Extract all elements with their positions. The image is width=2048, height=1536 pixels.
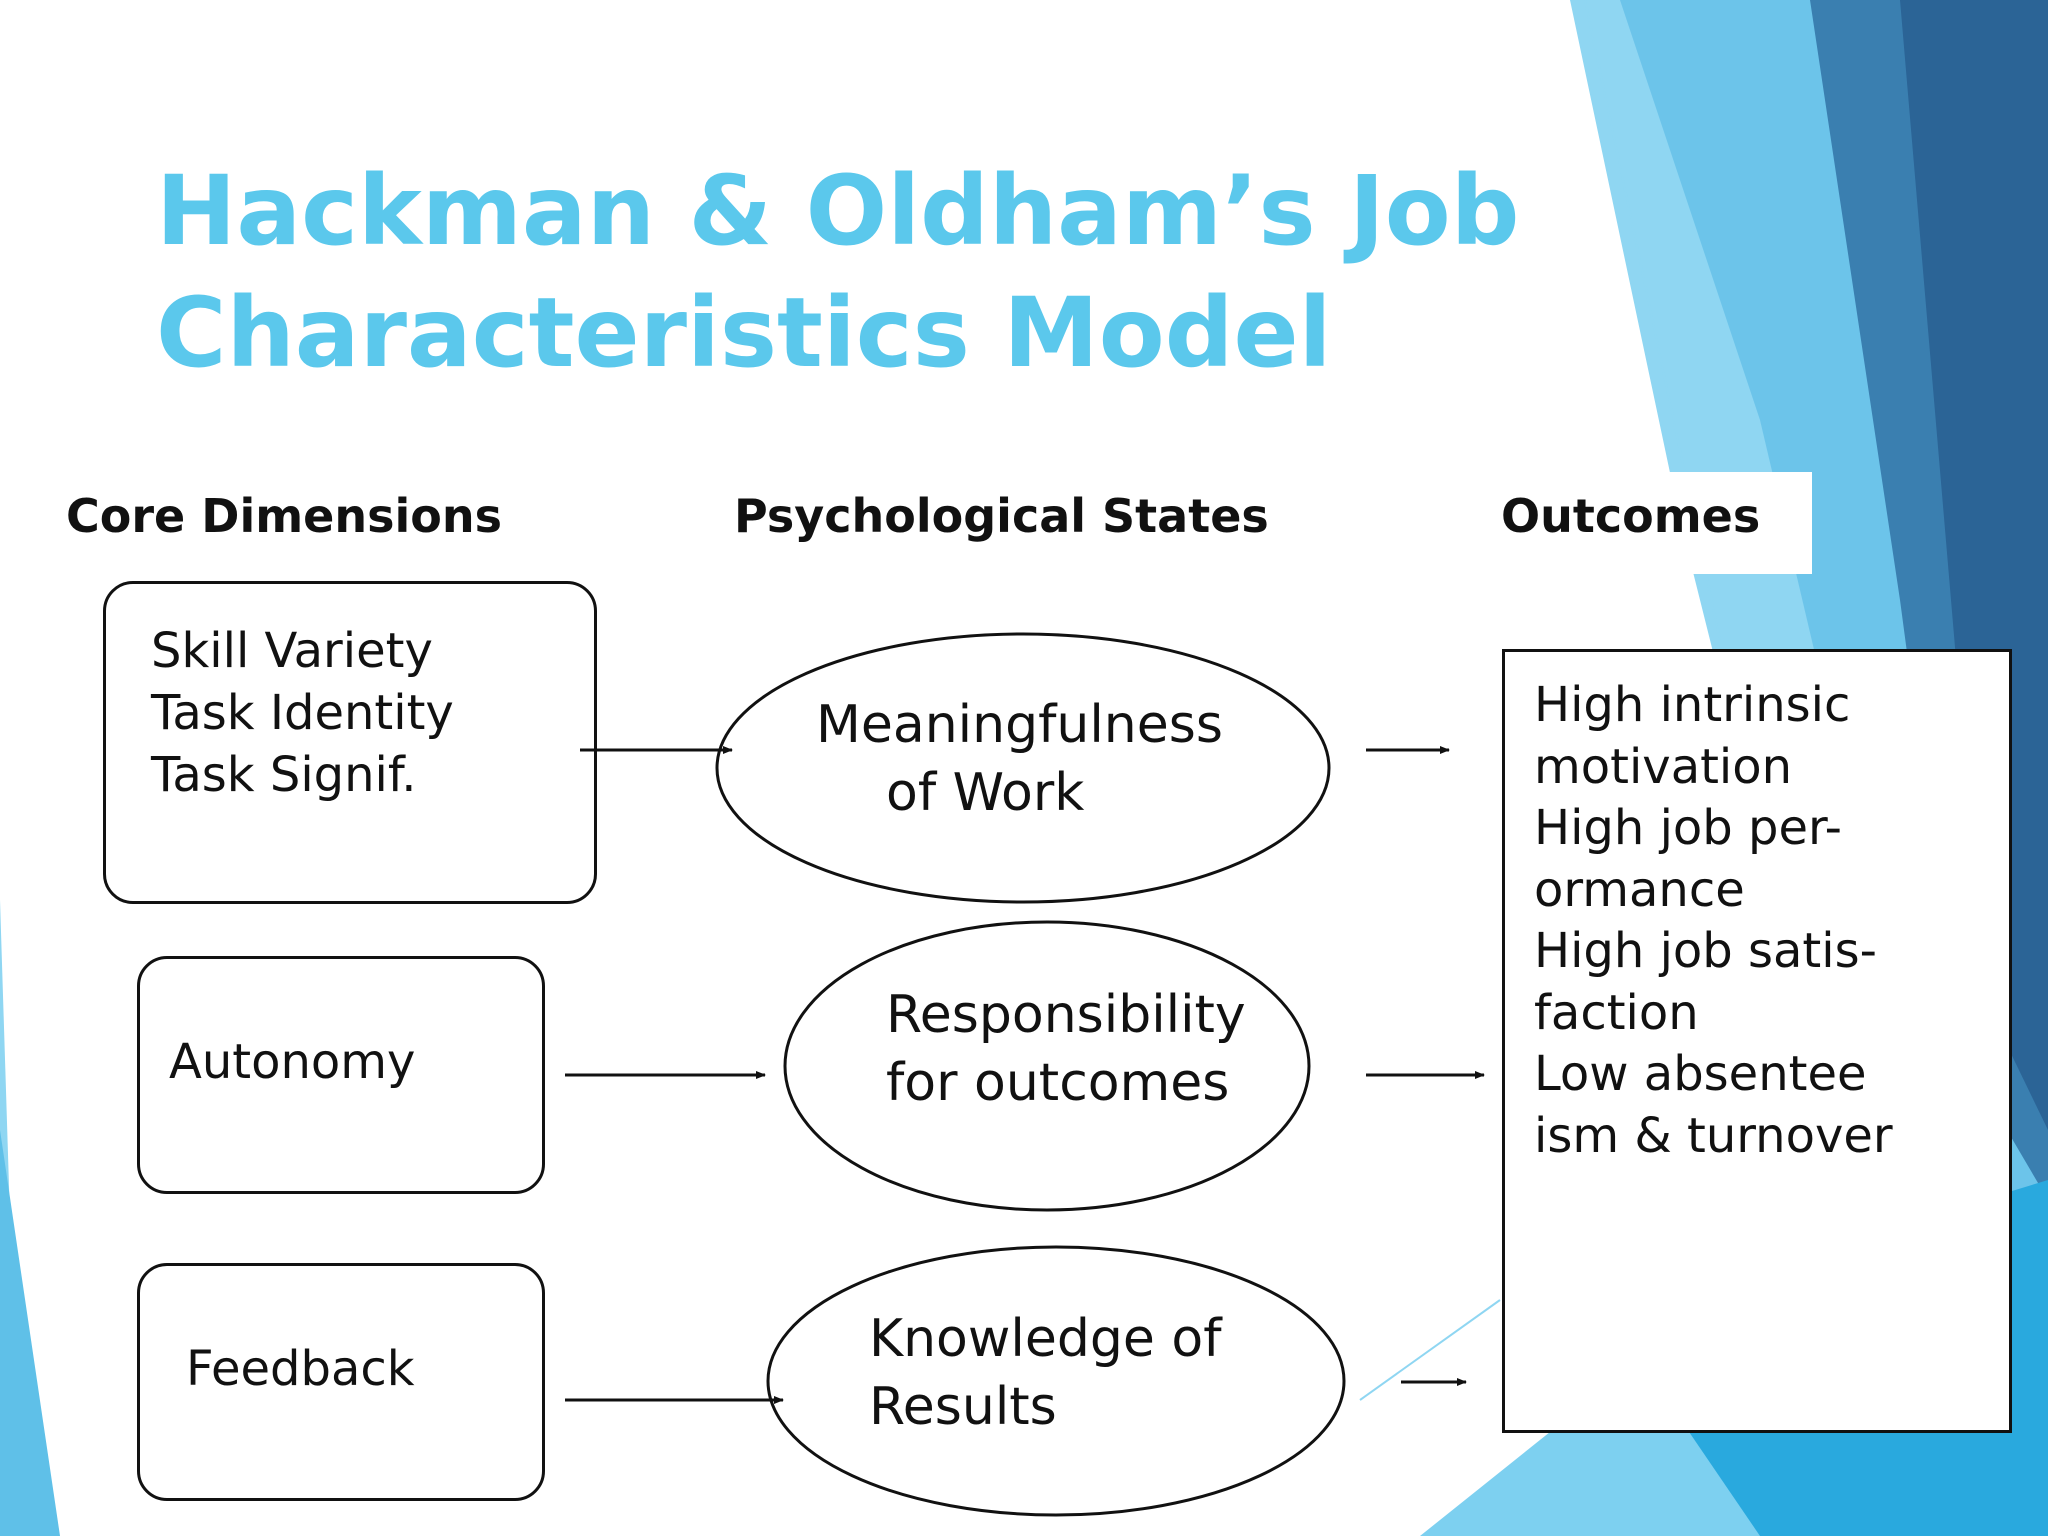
psychological-states-header: Psychological States [734,489,1269,543]
core-skill-variety: Skill Variety [151,623,433,679]
title-line-1: Hackman & Oldham’s Job [156,155,1520,267]
core-box-skill-task-text: Skill Variety Task Identity Task Signif. [151,620,454,806]
core-dimensions-header: Core Dimensions [66,489,502,543]
state-knowledge-text: Knowledge of Results [869,1305,1222,1441]
outcome-line-2: motivation [1534,738,1793,795]
core-task-significance: Task Signif. [151,747,417,803]
outcome-line-5: High job satis- [1534,923,1877,979]
state-meaningfulness-text: Meaningfulness of Work [816,691,1223,827]
outcome-line-1: High intrinsic [1534,677,1851,733]
core-autonomy: Autonomy [169,1034,416,1090]
outcome-line-7: Low absentee [1534,1046,1867,1102]
title-line-2: Characteristics Model [156,277,1332,389]
slide-title: Hackman & Oldham’s Job Characteristics M… [156,150,1520,394]
core-feedback: Feedback [186,1341,415,1397]
state-responsibility-line-1: Responsibility [886,985,1246,1045]
core-task-identity: Task Identity [151,685,454,741]
core-box-feedback-text: Feedback [186,1338,415,1400]
state-knowledge-line-2: Results [869,1377,1057,1437]
outcomes-list: High intrinsic motivation High job per- … [1534,675,1893,1167]
state-responsibility-line-2: for outcomes [886,1053,1230,1113]
outcomes-box [1502,649,2012,1433]
core-box-autonomy [137,956,545,1194]
state-ellipse-knowledge [766,1245,1346,1517]
state-meaningfulness-line-2: of Work [886,763,1085,823]
outcome-line-6: faction [1534,984,1699,1041]
state-responsibility-text: Responsibility for outcomes [886,981,1246,1117]
state-knowledge-line-1: Knowledge of [869,1309,1222,1369]
outcome-line-8: ism & turnover [1534,1107,1893,1164]
outcome-line-4: ormance [1534,861,1745,918]
core-box-skill-task [103,581,597,904]
outcome-line-3: High job per- [1534,800,1842,856]
decor-facet-bottom-light [1420,1360,1760,1536]
decor-facet-left-2 [0,1130,60,1536]
core-box-autonomy-text: Autonomy [169,1031,415,1093]
core-box-feedback [137,1263,545,1501]
outcomes-header: Outcomes [1501,489,1761,543]
state-meaningfulness-line-1: Meaningfulness [816,695,1223,755]
decor-line-2 [1359,1299,1501,1401]
outcomes-header-backdrop [1460,472,1812,574]
state-ellipse-meaningfulness [715,632,1331,904]
state-ellipse-responsibility [783,920,1311,1212]
